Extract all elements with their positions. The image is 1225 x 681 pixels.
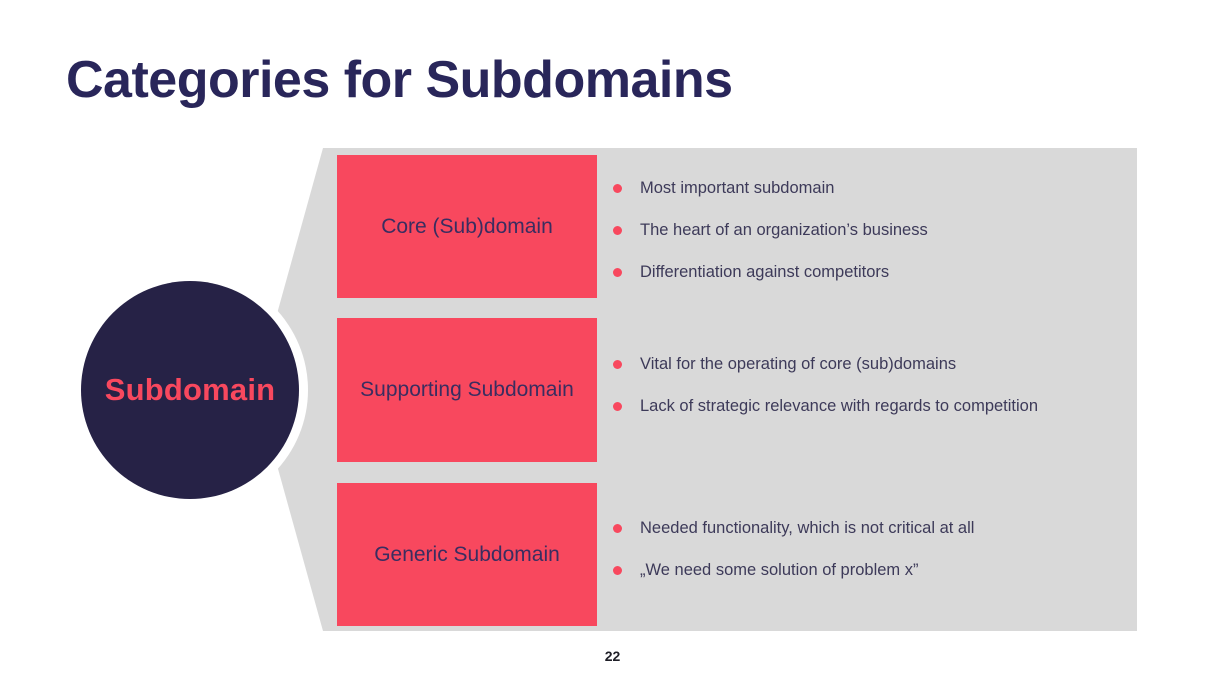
bullet-dot-icon — [613, 226, 622, 235]
category-box-label: Generic Subdomain — [374, 542, 560, 566]
bullet-text: Most important subdomain — [640, 179, 835, 197]
category-box-label: Core (Sub)domain — [381, 214, 553, 238]
category-box-label: Supporting Subdomain — [360, 378, 574, 401]
list-item: Vital for the operating of core (sub)dom… — [613, 352, 1043, 377]
category-box-core-subdomain: Core (Sub)domain — [337, 155, 597, 298]
category-box-generic-subdomain: Generic Subdomain — [337, 483, 597, 626]
bullet-text: Differentiation against competitors — [640, 263, 890, 281]
bullet-dot-icon — [613, 184, 622, 193]
bullet-dot-icon — [613, 402, 622, 411]
list-item: Lack of strategic relevance with regards… — [613, 394, 1043, 419]
bullet-dot-icon — [613, 360, 622, 369]
bullet-text: The heart of an organization’s business — [640, 221, 928, 239]
bullet-list-generic-subdomain: Needed functionality, which is not criti… — [613, 516, 1133, 583]
list-item: The heart of an organization’s business — [613, 218, 1133, 243]
list-item: Needed functionality, which is not criti… — [613, 516, 1133, 541]
page-number: 22 — [604, 648, 621, 664]
list-item: „We need some solution of problem x” — [613, 558, 1133, 583]
bullet-dot-icon — [613, 524, 622, 533]
bullet-dot-icon — [613, 268, 622, 277]
bullet-list-supporting-subdomain: Vital for the operating of core (sub)dom… — [613, 352, 1043, 419]
list-item: Differentiation against competitors — [613, 260, 1133, 285]
bullet-text: „We need some solution of problem x” — [640, 561, 919, 579]
bullet-list-core-subdomain: Most important subdomain The heart of an… — [613, 176, 1133, 285]
bullet-text: Vital for the operating of core (sub)dom… — [640, 355, 957, 373]
subdomain-circle-label: Subdomain — [104, 372, 276, 407]
category-box-supporting-subdomain: Supporting Subdomain — [337, 318, 597, 462]
slide-title: Categories for Subdomains — [66, 51, 733, 109]
list-item: Most important subdomain — [613, 176, 1133, 201]
bullet-text: Needed functionality, which is not criti… — [640, 519, 975, 537]
subdomain-circle: Subdomain — [81, 281, 299, 499]
bullet-dot-icon — [613, 566, 622, 575]
bullet-text: Lack of strategic relevance with regards… — [640, 397, 1039, 415]
